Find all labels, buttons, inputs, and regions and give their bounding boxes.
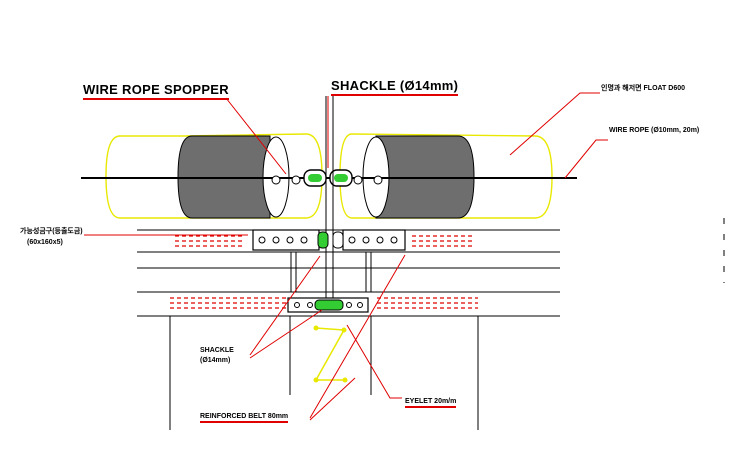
lower-frame bbox=[169, 316, 479, 430]
channel-label-line1: 가능성금구(등출도금) bbox=[20, 228, 83, 235]
shackle-bottom-label-line1: SHACKLE bbox=[200, 347, 234, 354]
lower-channel-row bbox=[137, 291, 560, 317]
belt-label: REINFORCED BELT 80mm bbox=[200, 413, 289, 423]
wire-rope-stopper-left bbox=[271, 175, 301, 185]
belt-rigging bbox=[313, 325, 348, 383]
wire-rope-stopper-right bbox=[353, 175, 383, 185]
shackle-top bbox=[303, 169, 353, 187]
channel-label-line2: (60x160x5) bbox=[27, 239, 63, 246]
shackle-bottom-label-line2: (Ø14mm) bbox=[200, 357, 231, 364]
wire-rope-stopper-label: WIRE ROPE SPOPPER bbox=[83, 82, 229, 100]
upper-channel-row bbox=[137, 229, 560, 253]
eyelet-label: EYELET 20m/m bbox=[405, 398, 457, 408]
float-label: 인명과 해저면 FLOAT D600 bbox=[601, 85, 686, 92]
leader-lines bbox=[84, 92, 608, 421]
shackle-top-label: SHACKLE (Ø14mm) bbox=[331, 78, 459, 96]
support-posts bbox=[137, 252, 560, 292]
left-float bbox=[105, 133, 323, 219]
wire-rope-label: WIRE ROPE (Ø10mm, 20m) bbox=[609, 127, 700, 134]
